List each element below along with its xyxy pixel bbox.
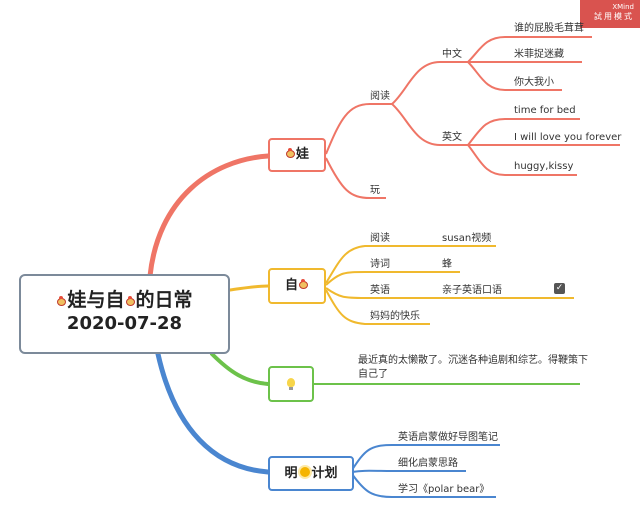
chick-icon <box>285 148 296 159</box>
zi-item-english-detail[interactable]: 亲子英语口语 <box>442 285 502 296</box>
connector-central-zi <box>228 284 270 292</box>
chinese-book-3[interactable]: 你大我小 <box>514 77 554 88</box>
chick-icon <box>125 296 136 307</box>
connector-wa-reading <box>325 103 392 155</box>
wa-play[interactable]: 玩 <box>370 185 380 196</box>
zi-item-reading-detail[interactable]: susan视频 <box>442 233 492 244</box>
zi-item-mom-joy[interactable]: 妈妈的快乐 <box>370 311 420 322</box>
checkbox-checked-icon[interactable]: ✓ <box>554 283 565 294</box>
topic-wa-label: 娃 <box>295 147 309 162</box>
chick-icon <box>298 279 309 290</box>
idea-note[interactable]: 最近真的太懒散了。沉迷各种追剧和综艺。得鞭策下自己了 <box>358 355 588 380</box>
plan-item-1[interactable]: 英语启蒙做好导图笔记 <box>398 432 498 443</box>
sun-icon <box>299 467 310 477</box>
zi-item-poetry-detail[interactable]: 蜂 <box>442 259 452 270</box>
connector-central-idea <box>210 352 270 386</box>
wa-reading[interactable]: 阅读 <box>370 91 390 102</box>
trial-watermark: XMind 試用模式 <box>580 0 640 28</box>
topic-plan[interactable]: 明计划 <box>268 456 354 491</box>
wa-chinese[interactable]: 中文 <box>442 49 462 60</box>
plan-item-2[interactable]: 细化启蒙思路 <box>398 458 458 469</box>
topic-wa[interactable]: 娃 <box>268 138 326 172</box>
topic-plan-label-a: 明 <box>284 466 298 481</box>
chinese-book-1[interactable]: 谁的屁股毛茸茸 <box>514 23 584 34</box>
watermark-mode: 試用模式 <box>594 12 634 21</box>
plan-item-3[interactable]: 学习《polar bear》 <box>398 484 490 495</box>
connector-reading-chinese <box>391 61 468 105</box>
topic-zi-label: 自 <box>284 278 298 293</box>
watermark-brand: XMind <box>612 3 634 11</box>
central-topic[interactable]: 娃与自的日常 2020-07-28 <box>19 274 230 354</box>
central-title: 娃与自的日常 <box>21 288 228 312</box>
zi-item-reading[interactable]: 阅读 <box>370 233 390 244</box>
topic-zi[interactable]: 自 <box>268 268 326 304</box>
topic-plan-label-b: 计划 <box>311 466 338 481</box>
wa-english[interactable]: 英文 <box>442 132 462 143</box>
connector-wa-play <box>325 157 386 199</box>
english-book-3[interactable]: huggy,kissy <box>514 161 574 172</box>
chinese-book-2[interactable]: 米菲捉迷藏 <box>514 49 564 60</box>
connector-central-plan <box>155 351 271 475</box>
chick-icon <box>56 296 67 307</box>
english-book-2[interactable]: I will love you forever <box>514 132 622 143</box>
zi-item-english[interactable]: 英语 <box>370 285 390 296</box>
lightbulb-icon <box>287 378 295 390</box>
connector-reading-english <box>391 103 468 146</box>
topic-idea[interactable] <box>268 366 314 402</box>
english-book-1[interactable]: time for bed <box>514 105 576 116</box>
connector-central-wa <box>147 153 271 279</box>
zi-item-poetry[interactable]: 诗词 <box>370 259 390 270</box>
central-date: 2020-07-28 <box>66 313 183 334</box>
